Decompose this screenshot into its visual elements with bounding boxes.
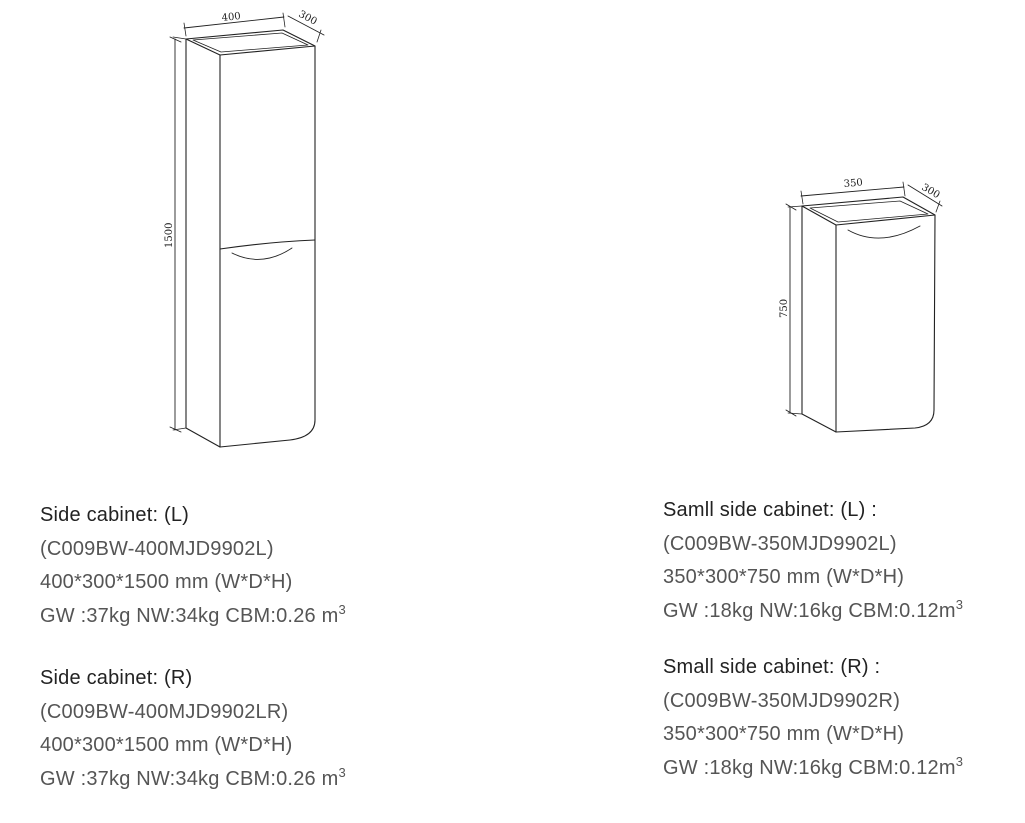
spec-weights-text: GW :18kg NW:16kg CBM:0.12m	[663, 599, 956, 622]
spec-weights: GW :18kg NW:16kg CBM:0.12m3	[663, 595, 963, 629]
spec-side-cabinet-l: Side cabinet: (L) (C009BW-400MJD9902L) 4…	[40, 499, 346, 633]
small-depth-dim: 300	[920, 182, 942, 201]
small-width-dim: 350	[843, 177, 863, 190]
spec-title: Small side cabinet: (R) :	[663, 656, 881, 678]
spec-code: (C009BW-350MJD9902R)	[663, 689, 901, 712]
tall-depth-dim: 300	[297, 9, 319, 28]
spec-small-side-cabinet-r: Small side cabinet: (R) : (C009BW-350MJD…	[663, 651, 963, 785]
spec-title: Side cabinet: (R)	[40, 667, 193, 689]
tall-width-dim: 400	[221, 11, 241, 24]
spec-small-side-cabinet-l: Samll side cabinet: (L) : (C009BW-350MJD…	[663, 494, 963, 628]
spec-weights-text: GW :37kg NW:34kg CBM:0.26 m	[40, 767, 339, 790]
spec-dimensions: 400*300*1500 mm (W*D*H)	[40, 734, 293, 756]
spec-weights-sup: 3	[338, 764, 346, 780]
spec-weights-sup: 3	[338, 601, 346, 617]
spec-weights-sup: 3	[955, 753, 964, 769]
spec-title: Samll side cabinet: (L) :	[663, 499, 877, 521]
spec-dimensions: 400*300*1500 mm (W*D*H)	[40, 571, 293, 593]
spec-dimensions: 350*300*750 mm (W*D*H)	[663, 566, 905, 588]
spec-weights-sup: 3	[955, 596, 964, 612]
small-height-dim: 750	[779, 299, 790, 318]
spec-weights: GW :37kg NW:34kg CBM:0.26 m3	[40, 600, 346, 634]
tall-cabinet-drawing	[169, 12, 325, 448]
spec-weights: GW :18kg NW:16kg CBM:0.12m3	[663, 752, 963, 786]
spec-weights: GW :37kg NW:34kg CBM:0.26 m3	[40, 763, 346, 797]
spec-code: (C009BW-400MJD9902LR)	[40, 700, 289, 723]
small-cabinet-drawing	[785, 181, 943, 433]
spec-weights-text: GW :18kg NW:16kg CBM:0.12m	[663, 756, 956, 779]
spec-title: Side cabinet: (L)	[40, 504, 190, 526]
tall-height-dim: 1500	[164, 223, 175, 248]
spec-code: (C009BW-400MJD9902L)	[40, 537, 274, 560]
spec-code: (C009BW-350MJD9902L)	[663, 532, 897, 555]
spec-dimensions: 350*300*750 mm (W*D*H)	[663, 723, 905, 745]
spec-weights-text: GW :37kg NW:34kg CBM:0.26 m	[40, 604, 339, 627]
spec-side-cabinet-r: Side cabinet: (R) (C009BW-400MJD9902LR) …	[40, 662, 346, 796]
